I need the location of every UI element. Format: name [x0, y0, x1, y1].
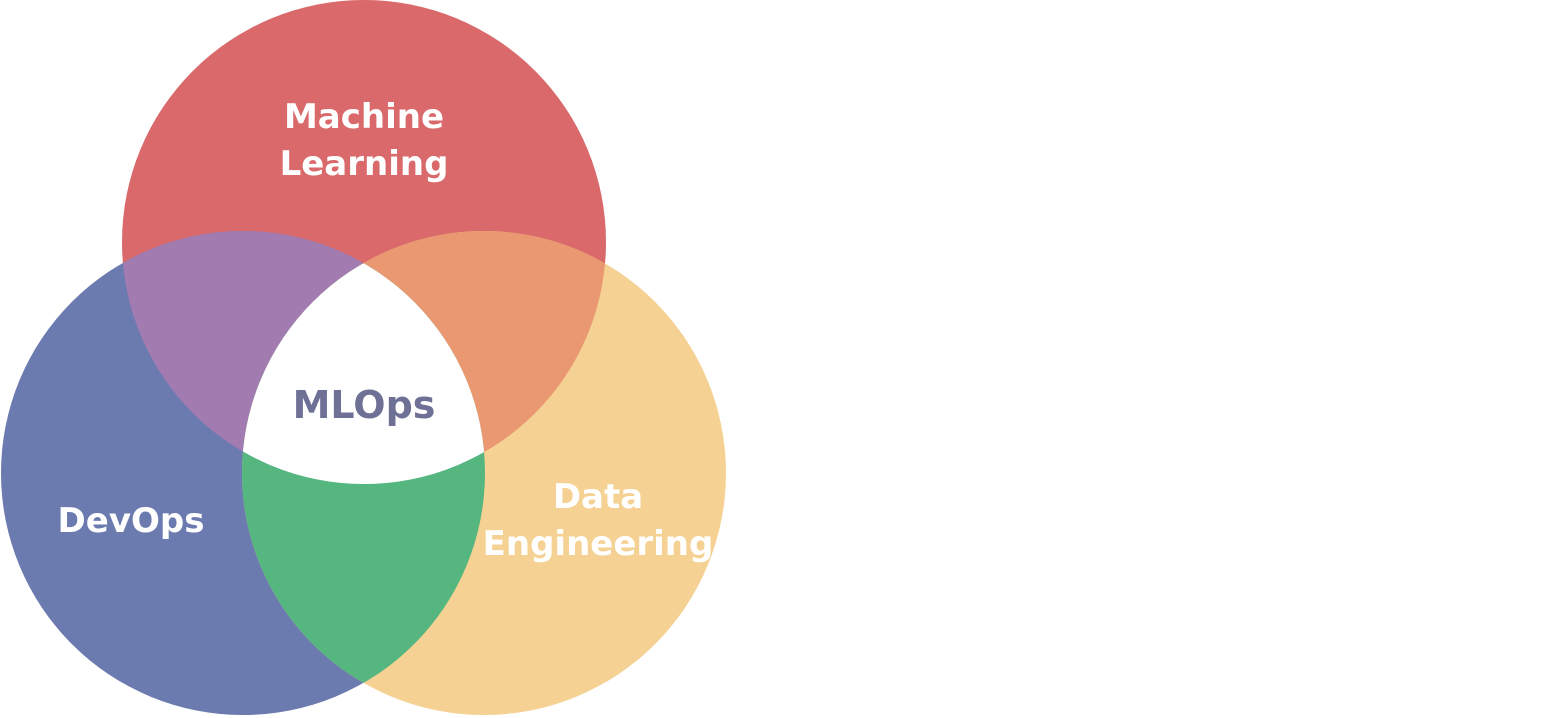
data-engineering-label-line1: Data [553, 477, 643, 517]
mlops-label: MLOps [293, 383, 436, 427]
data-engineering-label-line2: Engineering [483, 524, 714, 564]
devops-label: DevOps [58, 501, 205, 541]
machine-learning-label-line2: Learning [280, 144, 449, 184]
machine-learning-label-line1: Machine [284, 97, 444, 137]
